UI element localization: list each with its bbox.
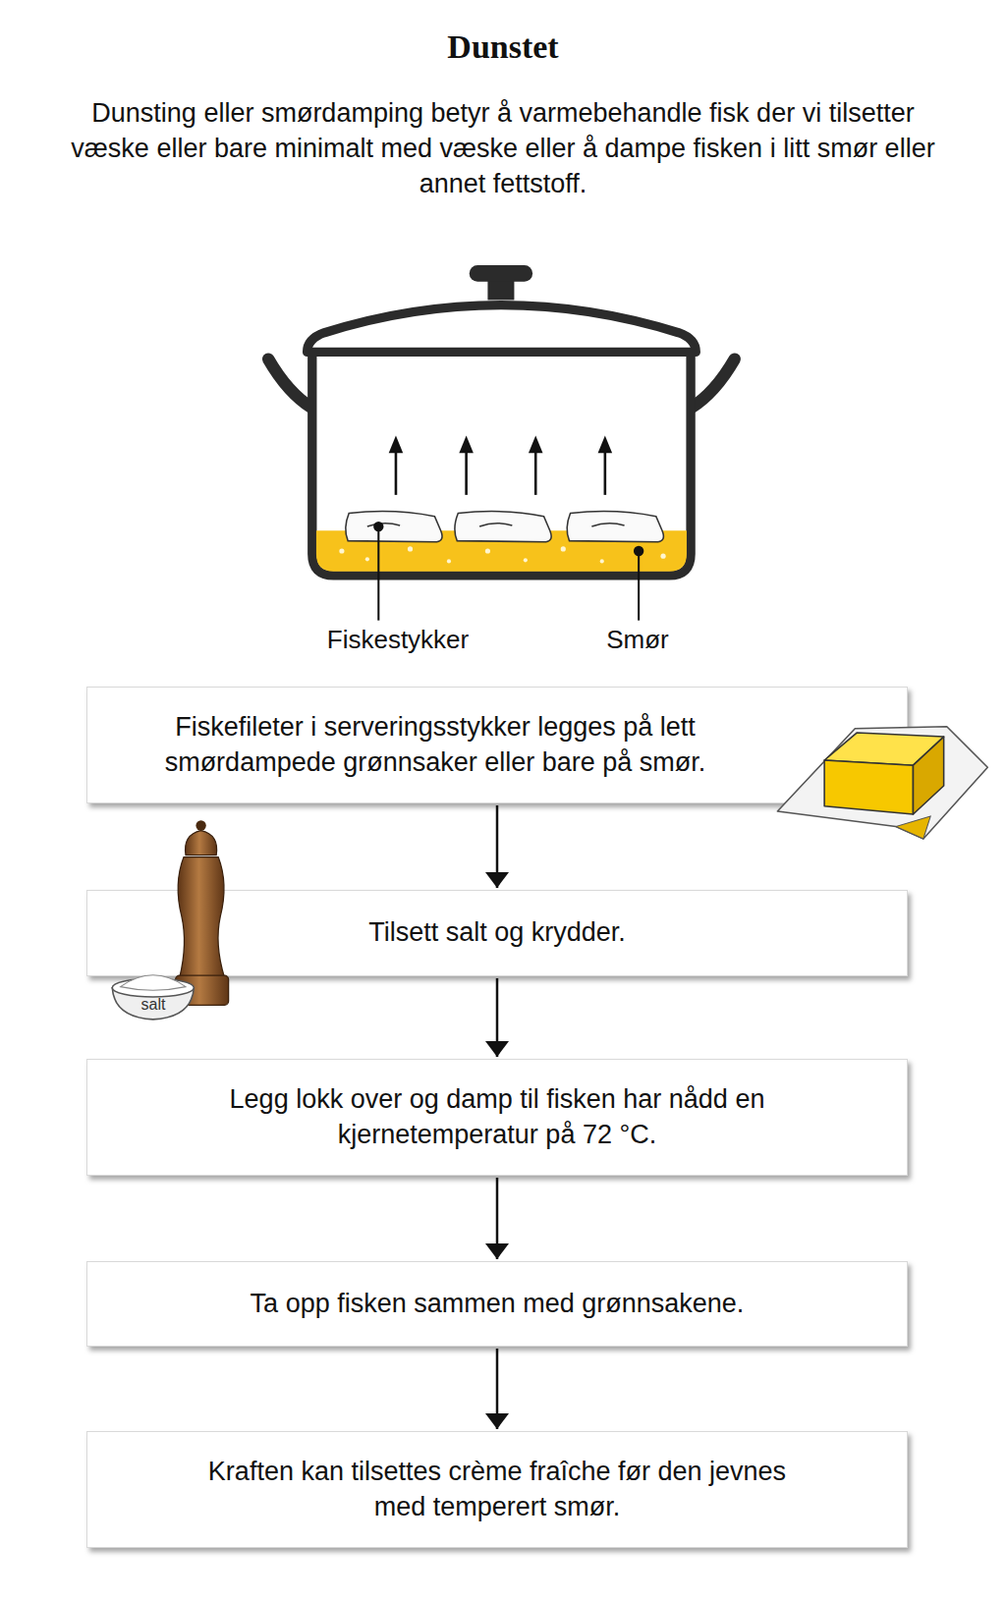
step-text: Ta opp fisken sammen med grønnsakene. [250, 1286, 745, 1322]
bubble [600, 558, 605, 563]
step-text: Kraften kan tilsettes crème fraîche før … [182, 1454, 812, 1524]
flow-arrow [496, 1348, 500, 1430]
bubble [485, 548, 491, 554]
leader-dot [633, 546, 644, 557]
bubble [523, 558, 528, 562]
pot [268, 265, 735, 576]
fish-mark [479, 523, 512, 527]
butter-side [912, 736, 944, 815]
steam-arrow [604, 450, 608, 496]
steam-arrow-head [598, 436, 614, 454]
fish-mark [591, 523, 624, 527]
bubble [660, 554, 666, 559]
steam-arrow-head [389, 436, 404, 454]
lid-knob [469, 265, 533, 282]
grinder-knob [195, 820, 206, 831]
pot-body [312, 351, 691, 576]
salt-bowl [111, 975, 194, 1020]
salt-heap [120, 975, 186, 992]
flow-arrow [496, 1177, 500, 1260]
flow-arrow [496, 805, 500, 889]
process-box: Ta opp fisken sammen med grønnsakene. [86, 1261, 908, 1347]
step-text: Legg lokk over og damp til fisken har nå… [187, 1082, 807, 1152]
steam-arrows [389, 436, 613, 496]
process-box: Fiskefileter i serveringsstykker legges … [86, 686, 908, 804]
fish-mark [367, 523, 400, 527]
leader-dot [373, 521, 384, 532]
steam-arrow [534, 450, 538, 496]
pot-handle [690, 359, 735, 409]
bubble [447, 558, 451, 563]
leader-line [637, 551, 640, 621]
butter-wrapper-fold [895, 816, 931, 839]
step-text: Fiskefileter i serveringsstykker legges … [111, 710, 760, 780]
process-box: Kraften kan tilsettes crème fraîche før … [86, 1431, 908, 1549]
bubble [560, 546, 566, 552]
bubble [365, 557, 370, 561]
bowl-label: salt [123, 996, 183, 1014]
title: Dunstet [0, 25, 1006, 69]
pot-handle [268, 359, 313, 409]
bubble [338, 548, 344, 554]
steam-arrow-head [528, 436, 544, 454]
flow-arrow [496, 978, 500, 1058]
steam-arrow [394, 450, 398, 496]
grinder-body [177, 857, 224, 979]
fish-piece [345, 511, 443, 543]
step-text: Tilsett salt og krydder. [368, 915, 626, 951]
pepper-grinder [175, 820, 229, 1006]
intro-text: Dunsting eller smørdamping betyr å varme… [51, 96, 955, 203]
fish-pieces [345, 511, 665, 543]
part-label: Smør [558, 624, 717, 656]
process-box: Legg lokk over og damp til fisken har nå… [86, 1059, 908, 1176]
steam-arrow-head [458, 436, 474, 454]
steam-arrow [464, 450, 468, 496]
fish-piece [454, 511, 552, 543]
butter-bubbles [338, 546, 666, 563]
pot-lid [307, 305, 697, 353]
butter-front [824, 760, 913, 815]
fish-piece [566, 511, 664, 543]
leader-line [377, 526, 380, 621]
leader-lines [373, 521, 644, 621]
part-label: Fiskestykker [299, 624, 497, 656]
grinder-cap [185, 831, 218, 856]
bubble [407, 546, 413, 552]
